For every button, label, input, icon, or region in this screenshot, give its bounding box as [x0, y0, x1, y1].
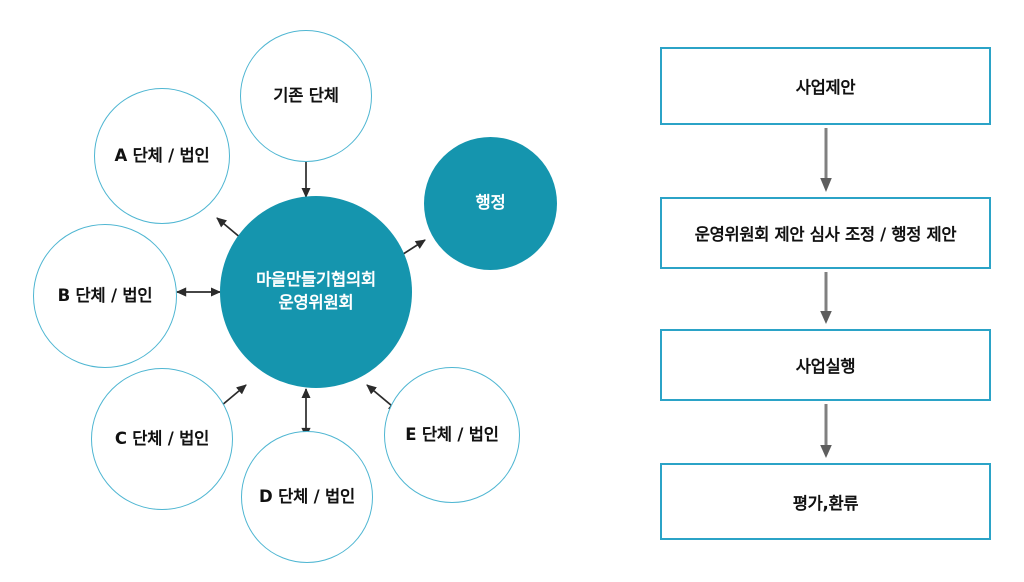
node-center-council-label: 마을만들기협의회 운영위원회 — [256, 270, 376, 312]
node-existing-org-label: 기존 단체 — [273, 85, 339, 105]
flow-step-evaluation[interactable]: 평가,환류 — [660, 463, 991, 540]
node-org-b[interactable]: B 단체 / 법인 — [33, 224, 177, 368]
node-org-a[interactable]: A 단체 / 법인 — [94, 88, 230, 224]
flow-step-execution[interactable]: 사업실행 — [660, 329, 991, 401]
flow-arrow-down-icon-3 — [820, 404, 832, 458]
node-org-c-label: C 단체 / 법인 — [114, 428, 210, 448]
flow-step-review[interactable]: 운영위원회 제안 심사 조정 / 행정 제안 — [660, 197, 991, 269]
node-org-b-label: B 단체 / 법인 — [57, 285, 153, 305]
node-org-d-label: D 단체 / 법인 — [259, 486, 355, 506]
node-existing-org[interactable]: 기존 단체 — [240, 30, 372, 162]
node-org-a-label: A 단체 / 법인 — [114, 145, 210, 165]
node-center-council[interactable]: 마을만들기협의회 운영위원회 — [220, 196, 412, 388]
node-administration[interactable]: 행정 — [424, 137, 557, 270]
node-administration-label: 행정 — [475, 193, 506, 213]
process-flow-chart: 사업제안 운영위원회 제안 심사 조정 / 행정 제안 사업실행 평가,환류 — [660, 0, 1024, 582]
flow-arrow-down-icon-1 — [820, 128, 832, 192]
flow-step-proposal-label: 사업제안 — [795, 78, 856, 97]
flow-step-execution-label: 사업실행 — [795, 357, 856, 376]
node-org-e[interactable]: E 단체 / 법인 — [384, 367, 520, 503]
flow-step-review-label: 운영위원회 제안 심사 조정 / 행정 제안 — [694, 225, 957, 244]
flow-step-proposal[interactable]: 사업제안 — [660, 47, 991, 125]
node-org-c[interactable]: C 단체 / 법인 — [91, 368, 233, 510]
node-org-e-label: E 단체 / 법인 — [405, 424, 499, 444]
hub-and-spoke-diagram: 기존 단체 A 단체 / 법인 B 단체 / 법인 C 단체 / 법인 D 단체… — [33, 30, 557, 563]
flow-step-evaluation-label: 평가,환류 — [792, 493, 859, 513]
node-org-d[interactable]: D 단체 / 법인 — [241, 431, 373, 563]
flow-arrow-down-icon-2 — [820, 272, 832, 324]
